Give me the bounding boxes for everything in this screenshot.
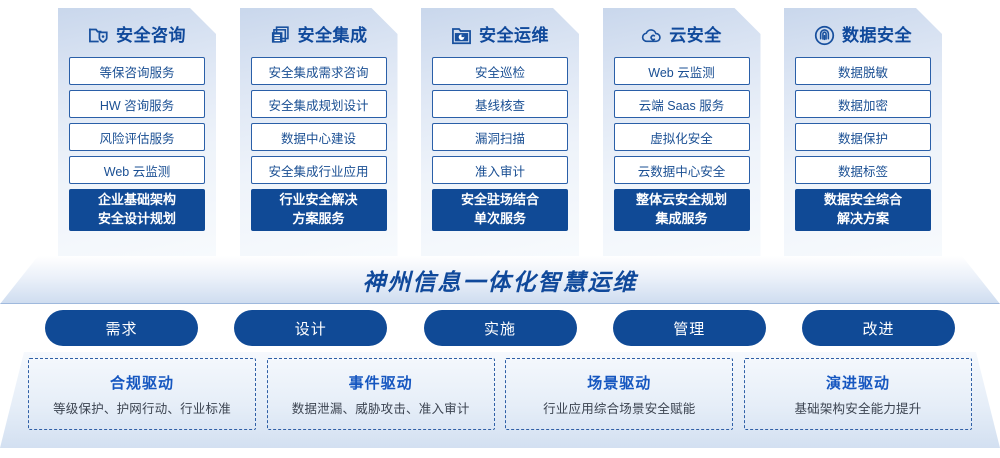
stacked-documents-icon [270, 25, 291, 46]
driver-title: 演进驱动 [825, 374, 890, 392]
capability-item[interactable]: 数据保护 [795, 123, 931, 151]
highlight-line-1: 安全驻场结合 [460, 192, 539, 208]
capability-item[interactable]: 虚拟化安全 [614, 123, 750, 151]
column-header: 数据安全 [795, 18, 931, 52]
capability-item[interactable]: 漏洞扫描 [432, 123, 568, 151]
lifecycle-pill-management[interactable]: 管理 [612, 310, 766, 346]
column-title: 云安全 [669, 25, 722, 45]
driver-description: 数据泄漏、威胁攻击、准入审计 [291, 401, 470, 416]
driver-title: 事件驱动 [348, 374, 413, 392]
capability-columns: 安全咨询 等保咨询服务 HW 咨询服务 风险评估服务 Web 云监测 企业基础架… [0, 8, 1000, 256]
driver-box-scenario[interactable]: 场景驱动 行业应用综合场景安全赋能 [505, 358, 734, 430]
capability-column-security-operations: 安全运维 安全巡检 基线核查 漏洞扫描 准入审计 安全驻场结合 单次服务 [421, 8, 579, 256]
capability-item[interactable]: 安全集成规划设计 [251, 90, 387, 118]
highlight-line-2: 解决方案 [836, 211, 889, 226]
capability-column-data-security: 数据安全 数据脱敏 数据加密 数据保护 数据标签 数据安全综合 解决方案 [784, 8, 942, 256]
capability-item[interactable]: 安全巡检 [432, 57, 568, 85]
capability-item[interactable]: 安全集成需求咨询 [251, 57, 387, 85]
capability-item[interactable]: 基线核查 [432, 90, 568, 118]
capability-highlight-card[interactable]: 企业基础架构 安全设计规划 [69, 189, 205, 231]
drivers-base [0, 352, 1000, 448]
highlight-line-1: 企业基础架构 [97, 192, 176, 208]
platform-banner-title: 神州信息一体化智慧运维 [362, 268, 638, 295]
highlight-line-1: 行业安全解决 [279, 192, 358, 208]
column-header: 安全咨询 [69, 18, 205, 52]
driver-description: 等级保护、护网行动、行业标准 [53, 401, 231, 416]
driver-title: 场景驱动 [587, 374, 652, 392]
capability-item[interactable]: 云数据中心安全 [614, 156, 750, 184]
capability-item[interactable]: Web 云监测 [614, 57, 750, 85]
highlight-line-2: 集成服务 [655, 211, 708, 226]
platform-banner: 神州信息一体化智慧运维 [0, 256, 1000, 304]
capability-item[interactable]: 数据脱敏 [795, 57, 931, 85]
cloud-icon [641, 25, 662, 46]
folder-chart-icon [451, 25, 472, 46]
driver-box-evolution[interactable]: 演进驱动 基础架构安全能力提升 [743, 358, 972, 430]
capability-item[interactable]: 安全集成行业应用 [251, 156, 387, 184]
capability-item[interactable]: 云端 Saas 服务 [614, 90, 750, 118]
column-header: 云安全 [614, 18, 750, 52]
driver-box-incident[interactable]: 事件驱动 数据泄漏、威胁攻击、准入审计 [266, 358, 495, 430]
capability-column-cloud-security: 云安全 Web 云监测 云端 Saas 服务 虚拟化安全 云数据中心安全 整体云… [603, 8, 761, 256]
drivers-row: 合规驱动 等级保护、护网行动、行业标准 事件驱动 数据泄漏、威胁攻击、准入审计 … [0, 358, 1000, 436]
capability-highlight-card[interactable]: 数据安全综合 解决方案 [795, 189, 931, 231]
highlight-line-2: 单次服务 [473, 211, 526, 226]
highlight-line-2: 安全设计规划 [97, 211, 176, 226]
driver-box-compliance[interactable]: 合规驱动 等级保护、护网行动、行业标准 [28, 358, 256, 430]
lifecycle-pill-implementation[interactable]: 实施 [423, 310, 577, 346]
capability-highlight-card[interactable]: 整体云安全规划 集成服务 [614, 189, 750, 231]
column-header: 安全集成 [251, 18, 387, 52]
column-header: 安全运维 [432, 18, 568, 52]
column-title: 数据安全 [842, 25, 912, 45]
lifecycle-pill-design[interactable]: 设计 [234, 310, 388, 346]
column-title: 安全集成 [297, 25, 368, 45]
fingerprint-icon [814, 25, 835, 46]
capability-highlight-card[interactable]: 行业安全解决 方案服务 [251, 189, 387, 231]
capability-highlight-card[interactable]: 安全驻场结合 单次服务 [432, 189, 568, 231]
driver-title: 合规驱动 [109, 374, 174, 392]
lifecycle-pills: 需求 设计 实施 管理 改进 [0, 310, 1000, 346]
capability-item[interactable]: 等保咨询服务 [69, 57, 205, 85]
capability-item[interactable]: 准入审计 [432, 156, 568, 184]
column-title: 安全咨询 [116, 25, 186, 45]
capability-column-security-consulting: 安全咨询 等保咨询服务 HW 咨询服务 风险评估服务 Web 云监测 企业基础架… [58, 8, 216, 256]
folder-shield-icon [88, 25, 109, 46]
capability-column-security-integration: 安全集成 安全集成需求咨询 安全集成规划设计 数据中心建设 安全集成行业应用 行… [240, 8, 398, 256]
capability-item[interactable]: 数据标签 [795, 156, 931, 184]
capability-item[interactable]: 数据加密 [795, 90, 931, 118]
driver-description: 行业应用综合场景安全赋能 [543, 401, 696, 416]
highlight-line-1: 数据安全综合 [823, 192, 902, 208]
lifecycle-pill-requirement[interactable]: 需求 [45, 310, 198, 346]
highlight-line-2: 方案服务 [292, 211, 345, 226]
highlight-line-1: 整体云安全规划 [635, 192, 727, 208]
capability-item[interactable]: 数据中心建设 [251, 123, 387, 151]
capability-item[interactable]: Web 云监测 [69, 156, 205, 184]
column-title: 安全运维 [479, 25, 549, 45]
capability-item[interactable]: HW 咨询服务 [69, 90, 205, 118]
lifecycle-pill-improvement[interactable]: 改进 [802, 310, 955, 346]
driver-description: 基础架构安全能力提升 [794, 401, 922, 416]
capability-item[interactable]: 风险评估服务 [69, 123, 205, 151]
